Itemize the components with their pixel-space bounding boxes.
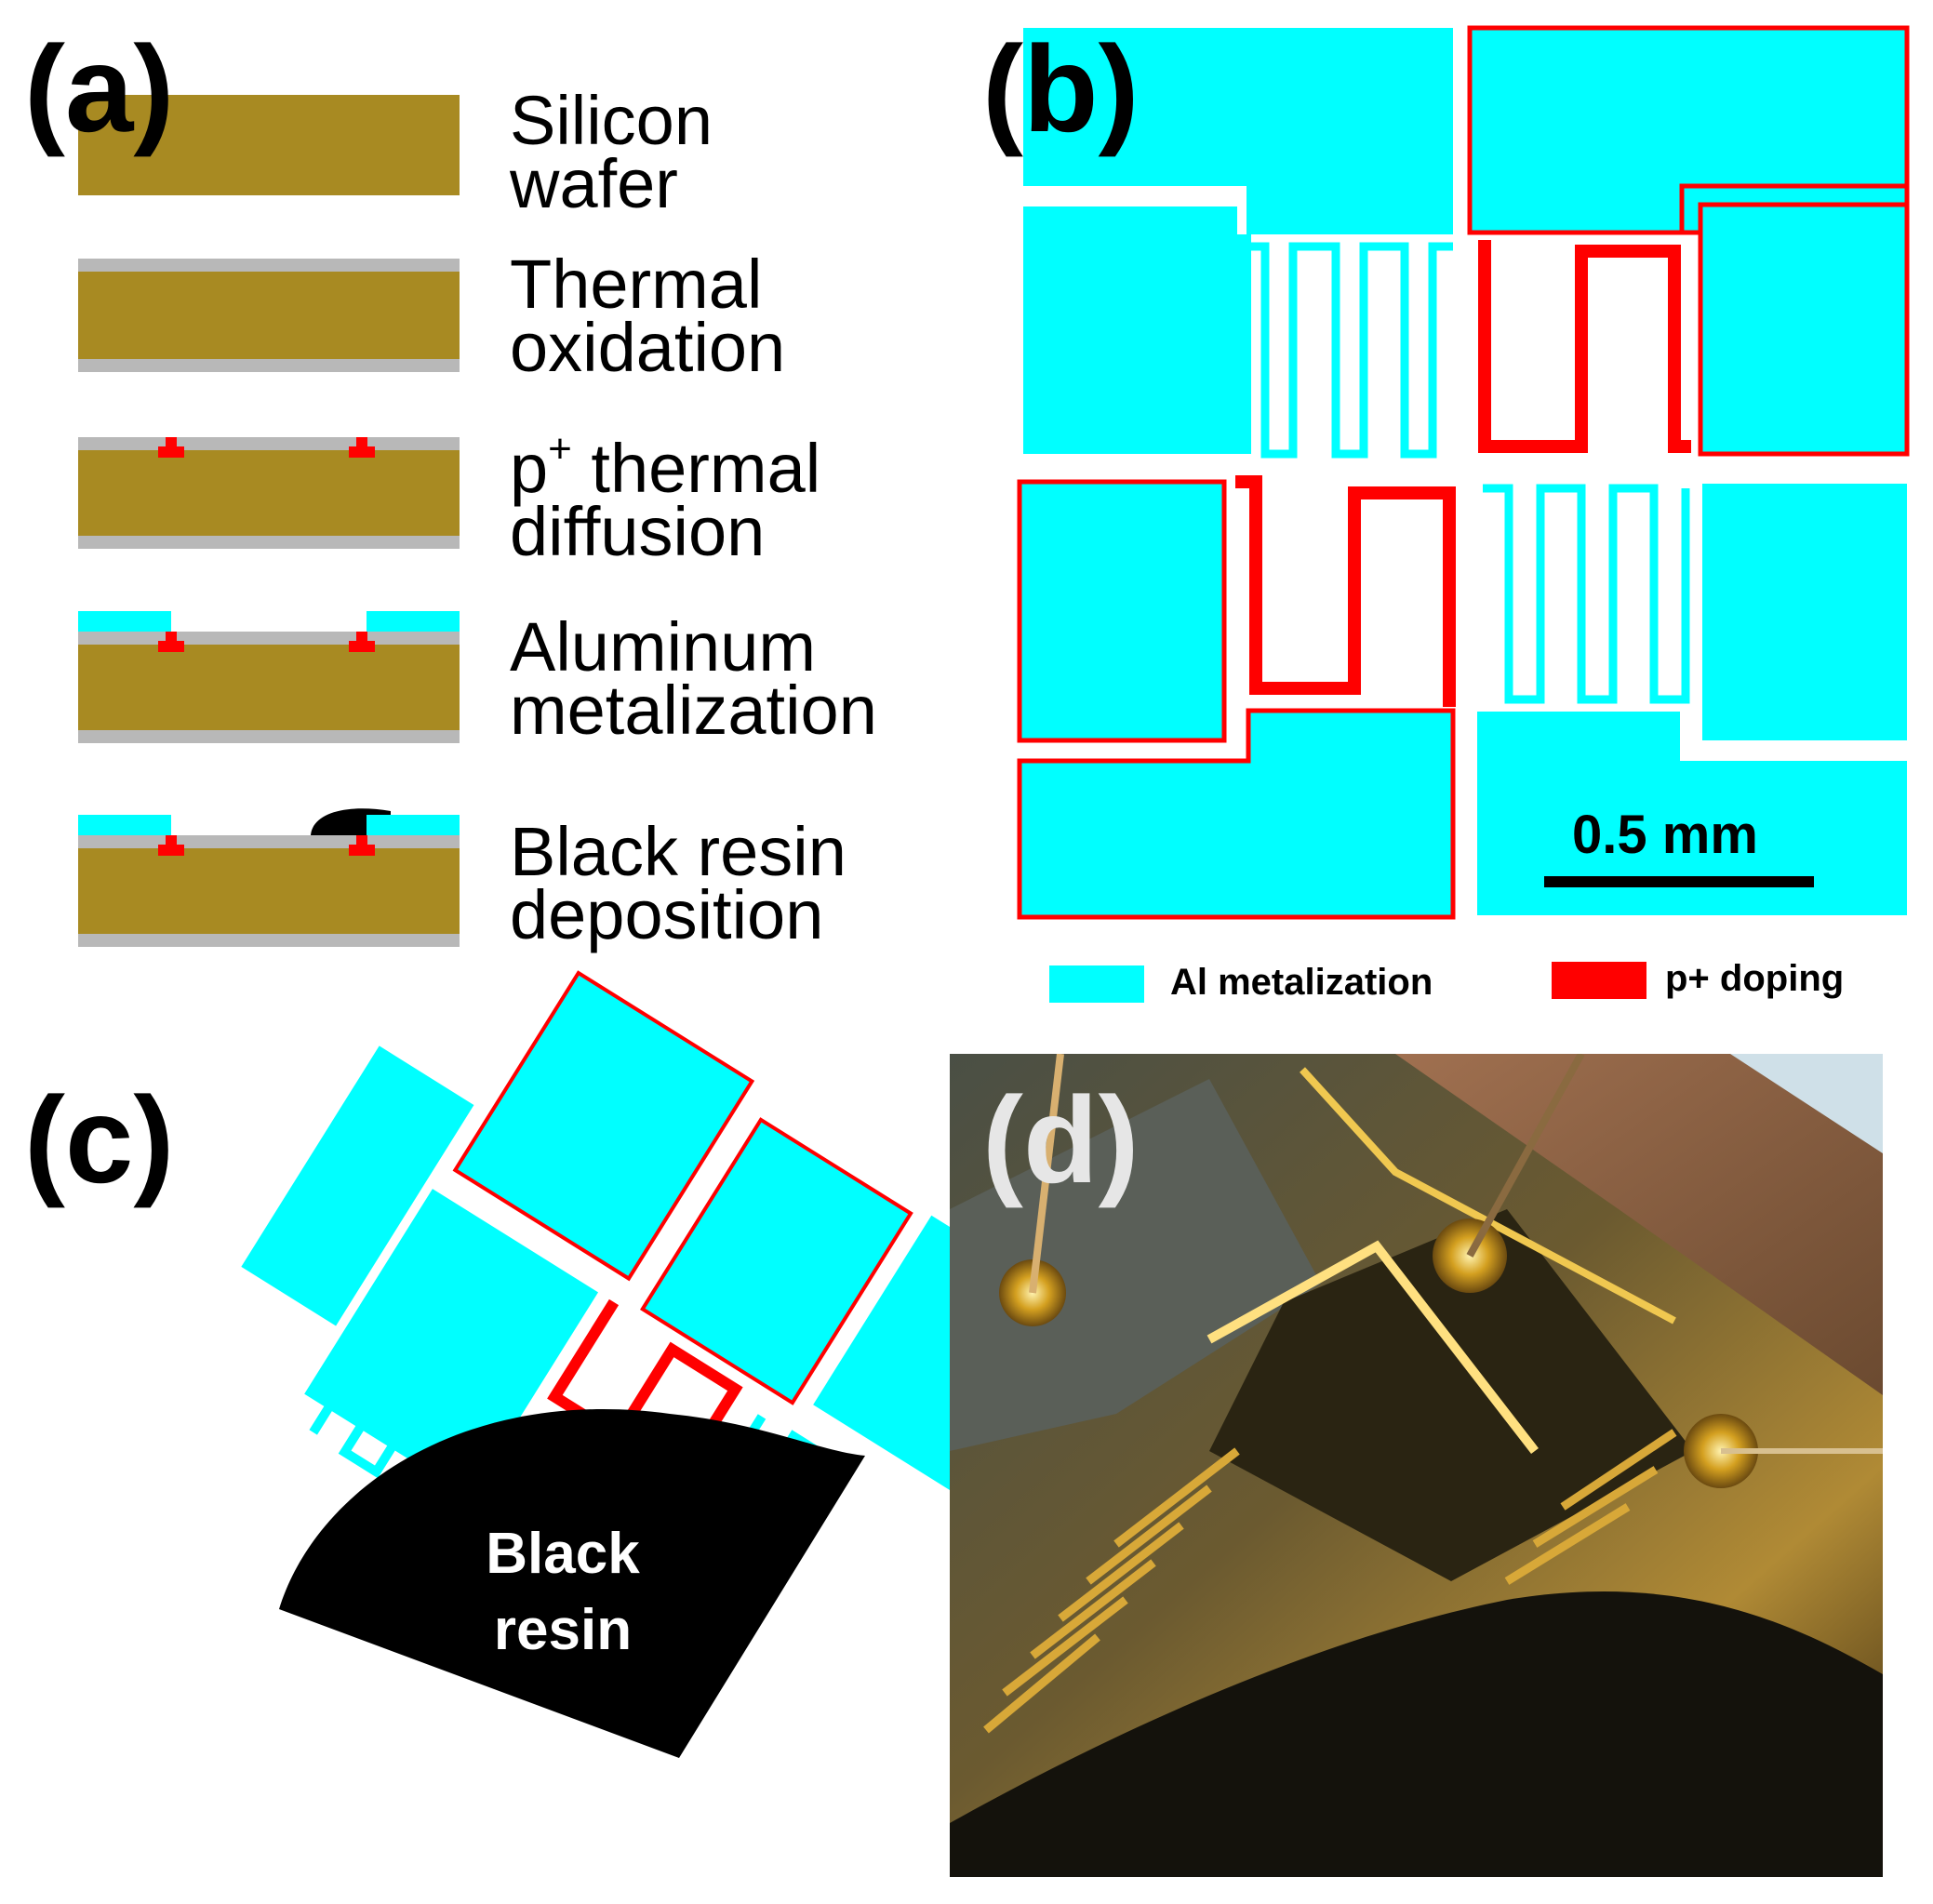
step-caption: p+ thermal diffusion: [510, 429, 820, 570]
step-caption-line: Silicon: [510, 82, 713, 159]
al-pad: [1698, 202, 1910, 457]
step-caption-line: p+ thermal: [510, 429, 820, 503]
al-pad: [1017, 479, 1227, 743]
al-pad: [1477, 712, 1907, 915]
resin-label-line2: resin: [493, 1598, 633, 1662]
al-pad: [1017, 708, 1456, 920]
resin-label: Black resin: [465, 1516, 660, 1669]
panel-label-c: (c): [24, 1072, 175, 1208]
legend-label-p: p+ doping: [1665, 958, 1845, 999]
process-steps: [78, 95, 460, 947]
p-doping-marker: [158, 437, 184, 458]
panel-label-a: (a): [24, 20, 175, 157]
step-caption-line: Black resin: [510, 813, 847, 890]
al-meander: [1237, 242, 1453, 459]
step-caption: Black resin deposition: [510, 813, 847, 953]
legend-label-al: Al metalization: [1170, 962, 1433, 1003]
step-caption-line: diffusion: [510, 493, 766, 570]
step-caption: Silicon wafer: [510, 82, 713, 222]
wafer-3: [78, 437, 460, 549]
wafer-4: [78, 611, 460, 743]
wafer-1: [78, 95, 460, 195]
legend-swatch-p: [1552, 962, 1646, 999]
panel-label-b: (b): [982, 20, 1140, 157]
p-doping-meander: [1478, 240, 1691, 453]
step-caption-line: deposition: [510, 876, 824, 953]
step-caption-line: wafer: [510, 145, 678, 222]
scale-bar-label: 0.5 mm: [1572, 805, 1758, 865]
step-caption-line: metalization: [510, 672, 877, 749]
panel-label-d: (d): [982, 1072, 1140, 1208]
step-caption-line: oxidation: [510, 309, 786, 386]
resin-drop: [311, 808, 391, 835]
al-meander: [1483, 484, 1690, 704]
resin-label-line1: Black: [486, 1522, 640, 1586]
layout-diagram: [1017, 25, 1910, 1003]
step-caption: Thermal oxidation: [510, 246, 786, 386]
p-doping-marker: [349, 437, 375, 458]
al-pad: [1023, 206, 1251, 454]
legend-swatch-al: [1049, 965, 1144, 1003]
al-pad: [1467, 25, 1910, 235]
wafer-2: [78, 259, 460, 372]
p-symbol: p: [510, 430, 549, 507]
plus-superscript: +: [548, 426, 572, 472]
al-pad: [1702, 484, 1907, 740]
p-doping-meander: [1235, 475, 1456, 707]
al-pad: [1023, 28, 1453, 234]
step-caption: Aluminum metalization: [510, 608, 877, 749]
black-resin: [279, 1409, 865, 1758]
thermal-word: thermal: [571, 430, 821, 507]
wafer-5: [78, 808, 460, 947]
device-photo: [950, 1054, 1883, 1877]
step-caption-line: Aluminum: [510, 608, 816, 686]
step-caption-line: Thermal: [510, 246, 763, 323]
